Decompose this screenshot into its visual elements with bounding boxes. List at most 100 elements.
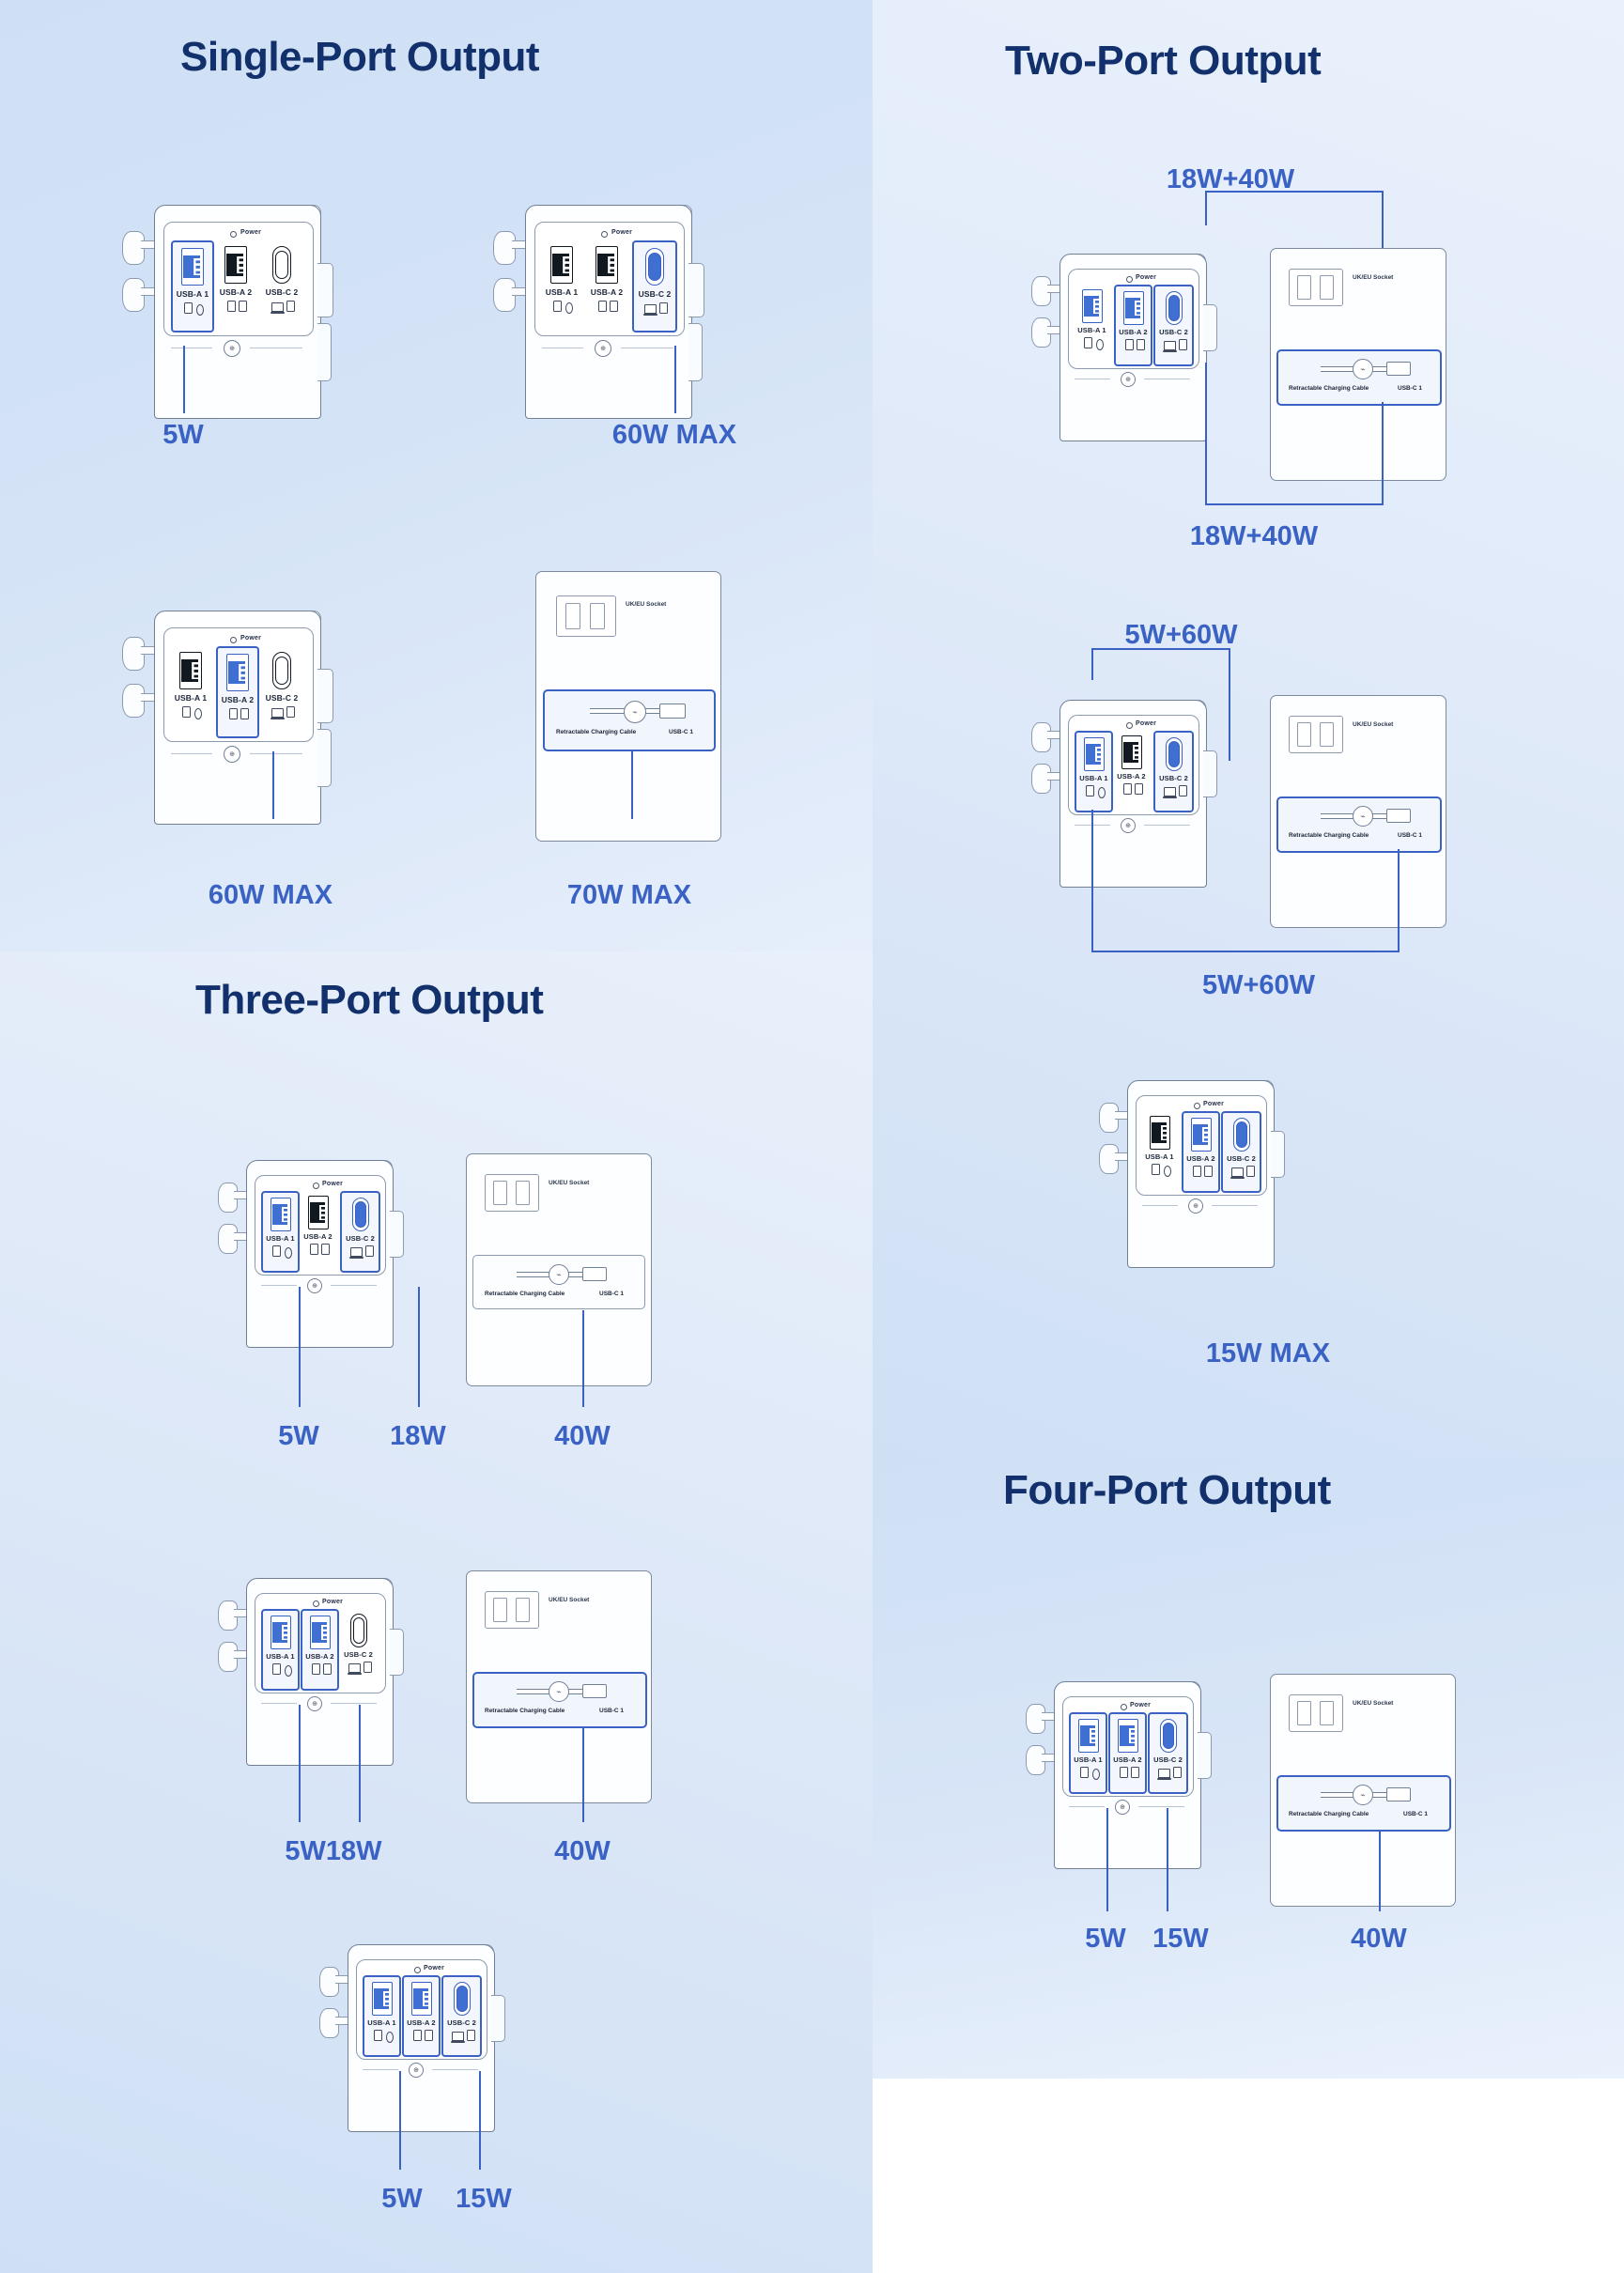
port-group-usb-a1[interactable]: USB-A 1 [542, 240, 581, 329]
certification-icon: ⊕ [1115, 1800, 1130, 1815]
port-group-usb-c2[interactable]: USB-C 2 [441, 1975, 482, 2057]
port-icons-usb-a1 [272, 1663, 292, 1677]
certification-icon: ⊕ [1121, 818, 1136, 833]
port-group-usb-a2[interactable]: USB-A 2 [301, 1609, 339, 1691]
port-label-usb-a2: USB-A 2 [1113, 1755, 1142, 1764]
port-label-usb-a1: USB-A 1 [1077, 326, 1106, 334]
bolt-icon [1163, 1166, 1171, 1177]
port-group-usb-c2[interactable]: USB-C 2 [261, 646, 302, 734]
port-label-usb-a1: USB-A 1 [176, 289, 209, 299]
port-group-usb-a2[interactable]: USB-A 2 [216, 240, 255, 329]
port-group-usb-c2[interactable]: USB-C 2 [340, 1191, 380, 1273]
port-label-usb-c2: USB-C 2 [1159, 328, 1188, 336]
port-label-usb-c2: USB-C 2 [447, 2018, 476, 2027]
port-group-usb-c2[interactable]: USB-C 2 [340, 1609, 377, 1687]
port-group-usb-c2[interactable]: USB-C 2 [261, 240, 302, 329]
power-led-icon [1194, 1103, 1200, 1109]
callout-60w-max: 60W MAX [611, 420, 737, 450]
port-group-usb-a2[interactable]: USB-A 2 [1182, 1111, 1220, 1193]
phone-icon [1125, 339, 1134, 350]
callout-leader-line [1091, 650, 1093, 680]
port-group-usb-a2[interactable]: USB-A 2 [1114, 731, 1149, 809]
port-icons-usb-a1 [1152, 1164, 1171, 1177]
port-group-usb-a1[interactable]: USB-A 1 [1142, 1111, 1177, 1189]
port-group-usb-a1[interactable]: USB-A 1 [363, 1975, 401, 2057]
socket-cable-module: UK/EU Socket ⌁ Retractable Charging Cabl… [535, 571, 723, 843]
port-group-usb-a2[interactable]: USB-A 2 [301, 1191, 335, 1269]
usb-a-port-icon [372, 1982, 393, 2016]
port-label-usb-a2: USB-A 2 [407, 2018, 436, 2027]
usb-a-port-icon [595, 246, 618, 284]
port-group-usb-a1[interactable]: USB-A 1 [1069, 1712, 1107, 1794]
callout-leader-line [1205, 503, 1384, 505]
cable-coil-icon: ⌁ [1353, 1785, 1373, 1805]
port-icons-usb-a2 [227, 301, 247, 312]
port-label-usb-a1: USB-A 1 [1079, 774, 1108, 782]
port-group-usb-c2[interactable]: USB-C 2 [1153, 285, 1194, 366]
port-group-usb-c2[interactable]: USB-C 2 [1148, 1712, 1188, 1794]
port-icons-usb-a1 [182, 706, 202, 719]
port-icons-usb-a2 [1193, 1166, 1213, 1177]
usb-c-port-icon [454, 1982, 471, 2016]
phone-icon [1120, 1767, 1128, 1778]
retractable-cable-port: USB-C 1 [669, 729, 694, 735]
port-group-usb-a2[interactable]: USB-A 2 [1108, 1712, 1147, 1794]
port-group-usb-a1[interactable]: USB-A 1 [1075, 731, 1113, 812]
usb-a-port-icon [1121, 735, 1142, 769]
port-group-usb-a1[interactable]: USB-A 1 [171, 646, 210, 734]
port-icons-usb-a2 [598, 301, 618, 312]
adapter-device: Power USB-A 1 USB-A 2 USB-C 2 ⊕ [122, 205, 352, 430]
port-group-usb-c2[interactable]: USB-C 2 [632, 240, 677, 332]
phone-icon [659, 302, 668, 314]
port-group-usb-c2[interactable]: USB-C 2 [1153, 731, 1194, 812]
phone-icon [1131, 1767, 1139, 1778]
port-group-usb-a1[interactable]: USB-A 1 [1075, 285, 1109, 363]
phone-icon [239, 301, 247, 312]
phone-icon [1179, 785, 1187, 796]
port-icons-usb-a2 [1120, 1767, 1139, 1778]
retractable-cable-label: Retractable Charging Cable [1289, 832, 1369, 839]
cert-divider [1138, 1806, 1184, 1807]
port-group-usb-a2[interactable]: USB-A 2 [1114, 285, 1152, 366]
port-icons-usb-a2 [229, 708, 249, 719]
usb-a-port-icon [1123, 291, 1144, 325]
port-label-usb-c2: USB-C 2 [265, 287, 299, 297]
port-group-usb-a2[interactable]: USB-A 2 [216, 646, 259, 738]
adapter-device: Power USB-A 1 USB-A 2 USB-C 2 ⊕ [122, 611, 352, 836]
callout-leader-line [479, 2071, 481, 2170]
callout-leader-line [399, 2071, 401, 2170]
port-group-usb-a1[interactable]: USB-A 1 [261, 1191, 300, 1273]
port-label-usb-c2: USB-C 2 [265, 693, 299, 703]
port-label-usb-a1: USB-A 1 [367, 2018, 396, 2027]
port-group-usb-a1[interactable]: USB-A 1 [171, 240, 214, 332]
port-icons-usb-c2 [271, 706, 295, 719]
port-group-usb-a1[interactable]: USB-A 1 [261, 1609, 300, 1691]
callout-leader-line [582, 1310, 584, 1407]
port-group-usb-a2[interactable]: USB-A 2 [402, 1975, 441, 2057]
laptop-icon [1230, 1167, 1245, 1179]
port-label-usb-a2: USB-A 2 [221, 695, 255, 704]
phone-icon [229, 708, 238, 719]
adapter-device: Power USB-A 1 USB-A 2 USB-C 2 ⊕ [1099, 1080, 1301, 1277]
retractable-cable-port: USB-C 1 [599, 1291, 625, 1297]
phone-icon [467, 2030, 475, 2041]
title-four-port: Four-Port Output [1003, 1467, 1331, 1513]
callout-5w: 5W [162, 420, 204, 450]
port-group-usb-c2[interactable]: USB-C 2 [1221, 1111, 1261, 1193]
port-group-usb-a2[interactable]: USB-A 2 [587, 240, 626, 329]
socket-cable-module: UK/EU Socket ⌁ Retractable Charging Cabl… [466, 1153, 654, 1388]
power-led-icon [313, 1183, 319, 1189]
usb-c-port-icon [352, 1198, 369, 1231]
port-icons-usb-a1 [1086, 785, 1106, 798]
callout-leader-line [631, 751, 633, 819]
port-label-usb-a1: USB-A 1 [545, 287, 579, 297]
device-side-tab [491, 1995, 505, 2042]
title-two-port: Two-Port Output [1005, 38, 1322, 84]
usb-a-port-icon [179, 652, 202, 689]
usb-a-port-icon [224, 246, 247, 284]
callout-leader-line [359, 1705, 361, 1822]
uk-socket-pin-right [1320, 722, 1334, 747]
bolt-icon [385, 2032, 394, 2043]
cert-divider [363, 2069, 398, 2070]
port-label-usb-c2: USB-C 2 [638, 289, 672, 299]
